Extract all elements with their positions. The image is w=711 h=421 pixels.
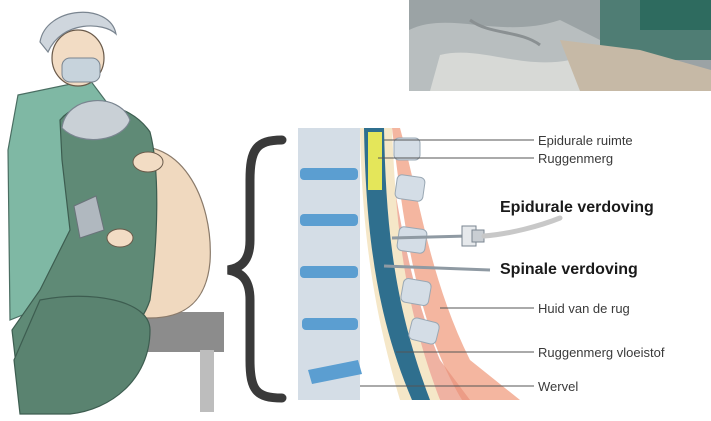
label-epidural-anesthesia: Epidurale verdoving <box>500 200 654 216</box>
epidural-space-fill <box>368 132 382 190</box>
spinous-process <box>394 174 425 202</box>
surgery-photo <box>409 0 711 91</box>
label-vertebra: Wervel <box>538 380 578 393</box>
patient-legs <box>14 296 150 414</box>
curly-brace <box>228 140 282 398</box>
stool-leg <box>200 350 214 412</box>
label-cerebrospinal-fluid: Ruggenmerg vloeistof <box>538 346 664 359</box>
disc <box>300 266 358 278</box>
nurse-hand-left <box>107 229 133 247</box>
nurse-mask <box>62 58 100 82</box>
spinous-process <box>400 278 432 306</box>
label-spinal-anesthesia: Spinale verdoving <box>500 262 638 278</box>
patient-nurse-illustration <box>8 12 224 414</box>
label-spinal-cord: Ruggenmerg <box>538 152 613 165</box>
spinous-process <box>394 138 420 160</box>
label-epidural-space: Epidurale ruimte <box>538 134 633 147</box>
disc <box>300 168 358 180</box>
disc <box>300 214 358 226</box>
label-skin-of-back: Huid van de rug <box>538 302 630 315</box>
nurse-hand-right <box>133 152 163 172</box>
disc <box>302 318 358 330</box>
spinous-process <box>396 226 427 254</box>
